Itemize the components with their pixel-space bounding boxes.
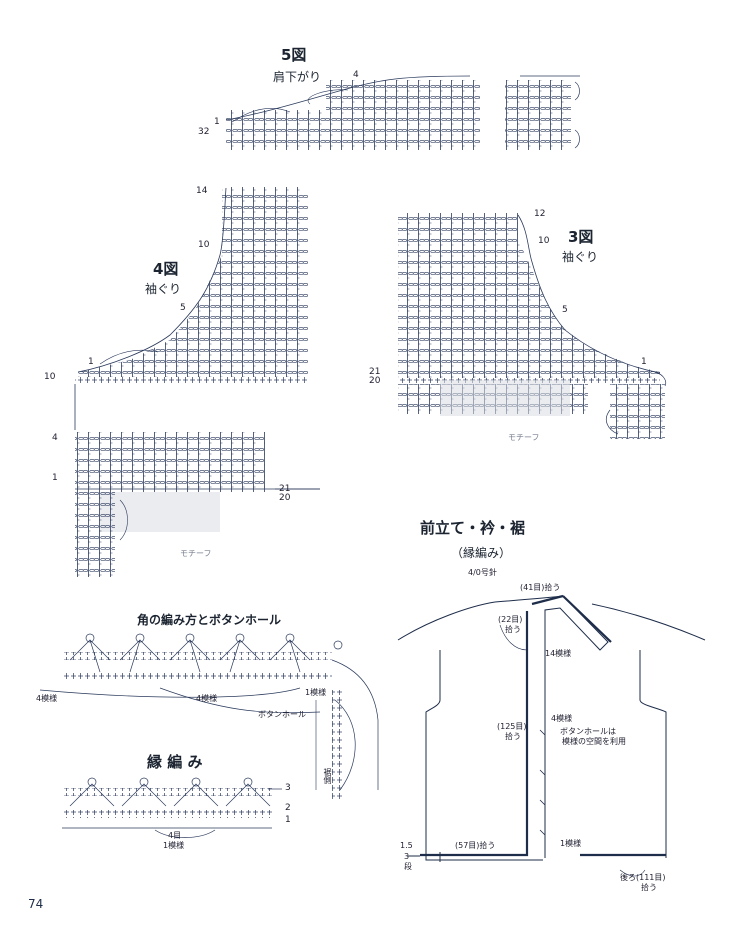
front-title: 前立て・衿・裾 xyxy=(420,519,526,537)
fig3-chart xyxy=(398,213,667,439)
edging-chart xyxy=(62,777,282,838)
front-pick125b: 拾う xyxy=(505,732,521,741)
fig4-row-5: 5 xyxy=(180,303,186,313)
fig5-row-4: 4 xyxy=(353,70,359,80)
fig4-chart xyxy=(74,187,320,577)
corner-buttonhole: ボタンホール xyxy=(258,710,306,719)
front-pick125: (125目) xyxy=(497,722,527,731)
front-pick22b: 拾う xyxy=(505,625,521,634)
front-subtitle: （縁編み） xyxy=(451,546,512,560)
front-pattern14: 14模様 xyxy=(545,649,572,658)
front-pick57: (57目)拾う xyxy=(455,841,496,850)
fig3-row-5: 5 xyxy=(562,305,568,315)
edging-stitches: 4目 xyxy=(168,831,182,840)
corner-repeat-right: 1模様 xyxy=(305,688,327,697)
fig4-row-10: 10 xyxy=(198,240,210,250)
fig5-number: 5図 xyxy=(281,46,307,64)
front-back1: 後ろ(111目) xyxy=(620,873,666,882)
page-number: 74 xyxy=(28,897,44,911)
fig4-row-14: 14 xyxy=(196,186,208,196)
fig3-row-21: 21 xyxy=(369,367,381,377)
fig4-number: 4図 xyxy=(153,260,179,278)
fig3-name: 袖ぐり xyxy=(562,250,599,264)
edging-row-3: 3 xyxy=(285,783,291,793)
fig4-motif: モチーフ xyxy=(180,549,212,558)
corner-repeat-left: 4模様 xyxy=(36,694,58,703)
corner-repeat-mid: 4模様 xyxy=(196,694,218,703)
fig3-row-12: 12 xyxy=(534,209,546,219)
fig4-row-21: 21 xyxy=(279,484,291,494)
fig4-row-1: 1 xyxy=(88,357,94,367)
fig4-name: 袖ぐり xyxy=(145,282,182,296)
front-rows3b: 段 xyxy=(404,862,412,871)
front-buttonhole-note2: 模様の空間を利用 xyxy=(562,737,626,746)
fig3-row-1: 1 xyxy=(641,357,647,367)
front-size15: 1.5 xyxy=(400,841,413,850)
edging-title: 縁 編 み xyxy=(147,753,203,771)
front-rows3: 3 xyxy=(404,852,410,861)
fig4-row-1b: 1 xyxy=(52,473,58,483)
front-needle: 4/0号針 xyxy=(468,568,497,577)
fig5-row-1: 1 xyxy=(214,117,220,127)
edging-row-2: 2 xyxy=(285,803,291,813)
corner-chart xyxy=(39,633,379,800)
front-schematic xyxy=(397,594,706,877)
edging-row-1: 1 xyxy=(285,815,291,825)
fig4-row-10b: 10 xyxy=(44,372,56,382)
corner-side: 裾側 xyxy=(323,768,332,784)
front-buttonhole-note1: ボタンホールは xyxy=(560,727,616,736)
fig3-row-20: 20 xyxy=(369,376,381,386)
edging-repeat: 1模様 xyxy=(163,841,185,850)
corner-title: 角の編み方とボタンホール xyxy=(137,613,282,627)
fig3-row-10: 10 xyxy=(538,236,550,246)
fig5-row-32: 32 xyxy=(198,127,210,137)
front-pick41: (41目)拾う xyxy=(520,583,561,592)
fig4-row-20: 20 xyxy=(279,493,291,503)
fig4-row-4: 4 xyxy=(52,433,58,443)
front-back2: 拾う xyxy=(641,883,657,892)
front-pattern4: 4模様 xyxy=(551,714,573,723)
front-pick22: (22目) xyxy=(498,615,523,624)
fig5-chart xyxy=(225,75,580,150)
fig5-name: 肩下がり xyxy=(273,70,322,84)
fig3-number: 3図 xyxy=(568,228,594,246)
front-pattern1: 1模様 xyxy=(560,839,582,848)
fig3-motif: モチーフ xyxy=(508,433,540,442)
